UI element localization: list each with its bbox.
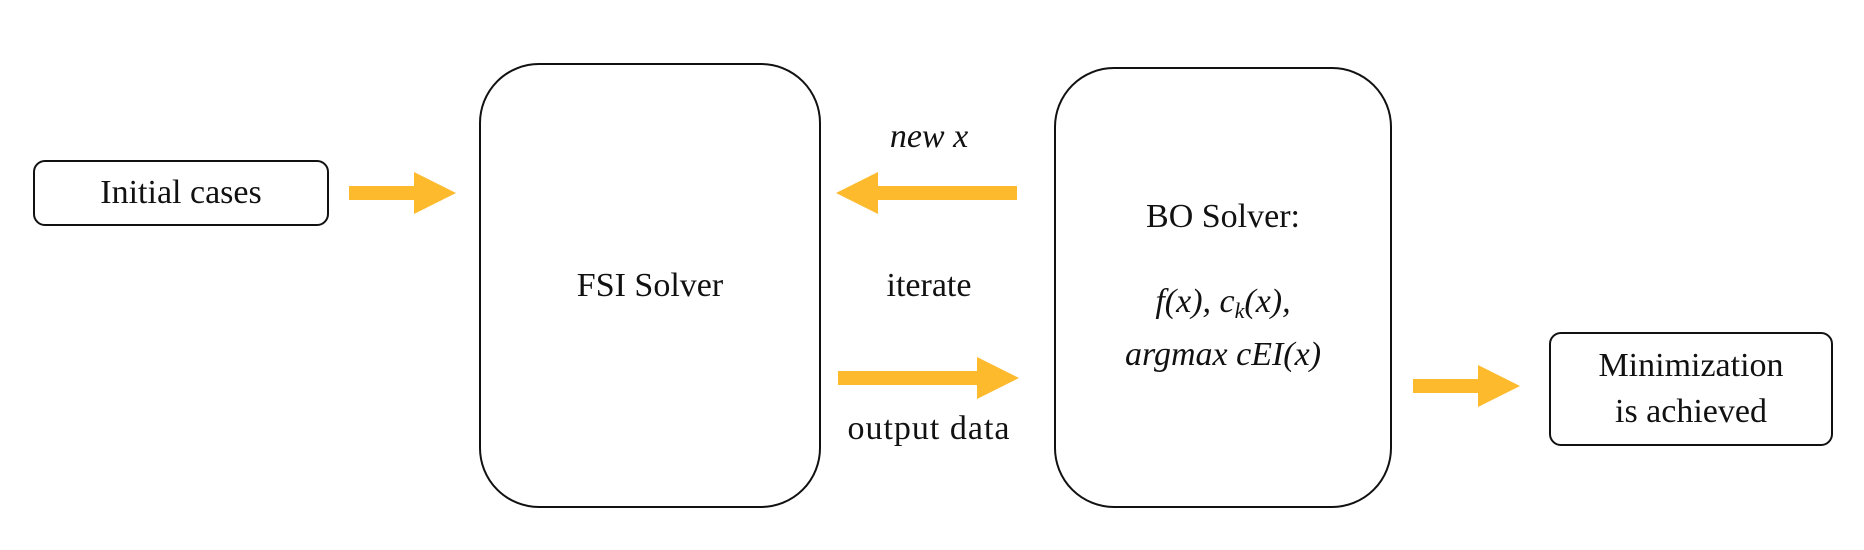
minimization-box: Minimization is achieved — [1549, 332, 1833, 446]
bo-solver-box: BO Solver: f(x), ck(x), argmax cEI(x) — [1054, 67, 1392, 508]
arrow-bo-to-fsi — [836, 172, 1017, 214]
bo-solver-functions: f(x), ck(x), — [1155, 280, 1290, 333]
minimization-line1: Minimization — [1598, 347, 1784, 384]
new-x-label: new x — [889, 118, 969, 155]
bo-solver-subscript: k — [1234, 298, 1245, 323]
iterate-label: iterate — [886, 267, 972, 304]
fsi-solver-label: FSI Solver — [576, 266, 724, 304]
bo-solver-functions-text: f(x), c — [1155, 283, 1235, 320]
arrow-fsi-to-bo — [838, 357, 1019, 399]
arrow-initial-to-fsi — [349, 172, 456, 214]
initial-cases-label: Initial cases — [100, 174, 262, 211]
bo-solver-title: BO Solver: — [1146, 198, 1300, 235]
initial-cases-box: Initial cases — [33, 160, 329, 226]
arrow-bo-to-minimization — [1413, 365, 1520, 407]
bo-solver-functions-tail: (x), — [1244, 283, 1291, 320]
fsi-solver-box: FSI Solver — [479, 63, 821, 508]
minimization-line2: is achieved — [1615, 393, 1767, 430]
bo-solver-acquisition: argmax cEI(x) — [1124, 336, 1322, 373]
output-data-label: output data — [847, 410, 1011, 447]
